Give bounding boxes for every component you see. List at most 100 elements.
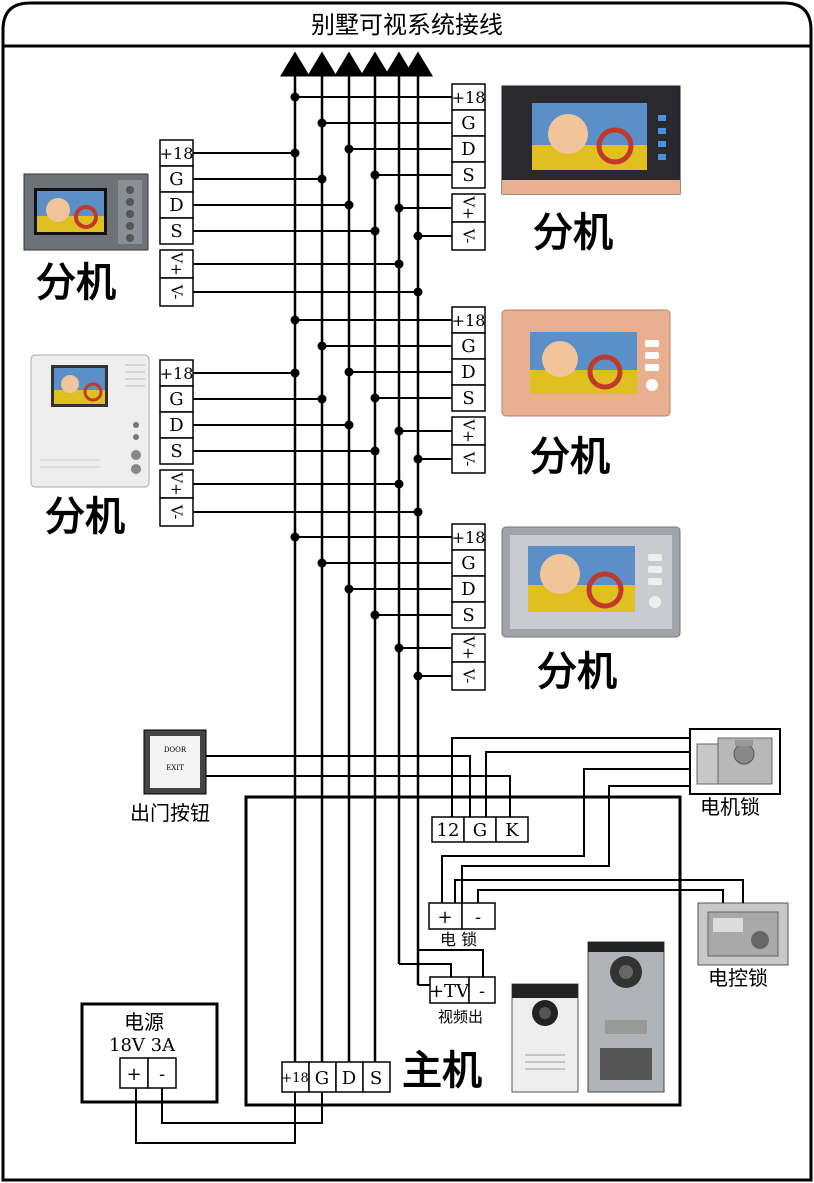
terminal-label: +18 bbox=[160, 144, 194, 163]
indoor-unit-2-label: 分机 bbox=[533, 210, 613, 256]
junction-dot bbox=[370, 170, 380, 180]
terminal-box bbox=[159, 217, 194, 245]
terminal-box bbox=[159, 277, 194, 307]
terminal-box bbox=[451, 109, 486, 137]
terminal-label: +18 bbox=[160, 364, 194, 383]
terminal-label: +18 bbox=[452, 88, 486, 107]
junction-dot bbox=[317, 118, 327, 128]
indoor-unit-1 bbox=[23, 173, 149, 251]
junction-dot bbox=[413, 507, 423, 517]
terminal-box bbox=[451, 332, 486, 360]
svg-text:-: - bbox=[479, 981, 485, 1002]
button-terminal-block: 12 G K bbox=[431, 816, 529, 843]
indoor-unit-4 bbox=[501, 309, 671, 417]
terminal-box bbox=[451, 444, 486, 474]
terminal-label: S bbox=[170, 221, 182, 242]
power-title: 电源 bbox=[124, 1010, 164, 1034]
terminal-label: +18 bbox=[452, 528, 486, 547]
svg-text:12: 12 bbox=[437, 820, 460, 841]
junction-dot bbox=[317, 174, 327, 184]
exit-button-label: 出门按钮 bbox=[130, 801, 210, 825]
junction-dot bbox=[394, 203, 404, 213]
junction-dot bbox=[290, 92, 300, 102]
exit-button-wires bbox=[206, 755, 511, 817]
junction-dot bbox=[370, 393, 380, 403]
indoor-unit-3 bbox=[30, 354, 150, 488]
diagram-title: 别墅可视系统接线 bbox=[311, 11, 503, 39]
terminal-label: V+ bbox=[460, 195, 478, 219]
motor-lock-device bbox=[689, 728, 781, 795]
terminal-label: D bbox=[169, 195, 183, 216]
indoor-unit-2 bbox=[501, 85, 681, 195]
svg-text:D: D bbox=[342, 1068, 356, 1089]
power-minus: - bbox=[159, 1064, 165, 1085]
electric-lock-device bbox=[697, 902, 789, 966]
lock-terminals-label: 电 锁 bbox=[440, 930, 477, 949]
electric-lock-wires bbox=[454, 879, 744, 903]
terminal-label: V+ bbox=[168, 471, 186, 495]
svg-text:S: S bbox=[370, 1068, 382, 1089]
terminal-box bbox=[451, 83, 486, 111]
terminal-label: V- bbox=[168, 504, 186, 520]
terminal-box bbox=[159, 385, 194, 413]
terminal-box bbox=[451, 661, 486, 691]
outdoor-station-small bbox=[511, 983, 579, 1093]
terminal-label: V- bbox=[460, 451, 478, 467]
terminal-label: S bbox=[462, 388, 474, 409]
junction-dot bbox=[290, 315, 300, 325]
power-wires bbox=[135, 1088, 323, 1144]
junction-dot bbox=[317, 394, 327, 404]
terminal-label: S bbox=[170, 441, 182, 462]
junction-dot bbox=[370, 446, 380, 456]
junction-dot bbox=[344, 584, 354, 594]
junction-dot bbox=[394, 643, 404, 653]
junction-dot bbox=[290, 148, 300, 158]
terminal-label: S bbox=[462, 165, 474, 186]
svg-text:G: G bbox=[315, 1068, 329, 1089]
terminal-label: G bbox=[461, 336, 475, 357]
junction-dot bbox=[413, 287, 423, 297]
svg-text:G: G bbox=[473, 820, 487, 841]
terminal-label: G bbox=[169, 169, 183, 190]
junction-dot bbox=[290, 532, 300, 542]
terminal-label: D bbox=[461, 139, 475, 160]
indoor-unit-4-label: 分机 bbox=[530, 434, 610, 480]
junction-dot bbox=[317, 558, 327, 568]
motor-lock-label: 电机锁 bbox=[700, 795, 760, 819]
lock-terminal-block: + - bbox=[428, 902, 496, 930]
indoor-unit-3-label: 分机 bbox=[45, 494, 125, 540]
main-unit-label: 主机 bbox=[402, 1048, 482, 1094]
svg-text:+: + bbox=[437, 907, 452, 928]
terminal-label: S bbox=[462, 605, 474, 626]
indoor-unit-5 bbox=[501, 526, 681, 638]
terminal-label: V- bbox=[460, 668, 478, 684]
main-bus-terminal-block: +18 G D S bbox=[281, 1061, 391, 1093]
svg-text:DOOR: DOOR bbox=[164, 746, 187, 754]
main-unit-frame bbox=[244, 795, 682, 1107]
junction-dot bbox=[413, 231, 423, 241]
terminal-label: V+ bbox=[460, 418, 478, 442]
terminal-label: V- bbox=[168, 284, 186, 300]
terminal-box bbox=[159, 139, 194, 167]
junction-dot bbox=[370, 610, 380, 620]
indoor-unit-1-label: 分机 bbox=[36, 260, 116, 306]
terminal-label: G bbox=[169, 389, 183, 410]
svg-text:+18: +18 bbox=[281, 1071, 308, 1086]
power-plus: + bbox=[126, 1064, 141, 1085]
terminal-box bbox=[451, 358, 486, 386]
terminal-label: +18 bbox=[452, 311, 486, 330]
junction-dot bbox=[344, 144, 354, 154]
junction-dot bbox=[290, 368, 300, 378]
junction-dot bbox=[394, 479, 404, 489]
video-out-label: 视频出 bbox=[438, 1008, 483, 1026]
junction-dot bbox=[344, 367, 354, 377]
svg-text:-: - bbox=[475, 907, 481, 928]
terminal-label: V- bbox=[460, 228, 478, 244]
power-spec: 18V 3A bbox=[109, 1035, 176, 1056]
terminal-label: D bbox=[461, 579, 475, 600]
terminal-label: V+ bbox=[168, 251, 186, 275]
terminal-label: G bbox=[461, 553, 475, 574]
terminal-label: D bbox=[169, 415, 183, 436]
